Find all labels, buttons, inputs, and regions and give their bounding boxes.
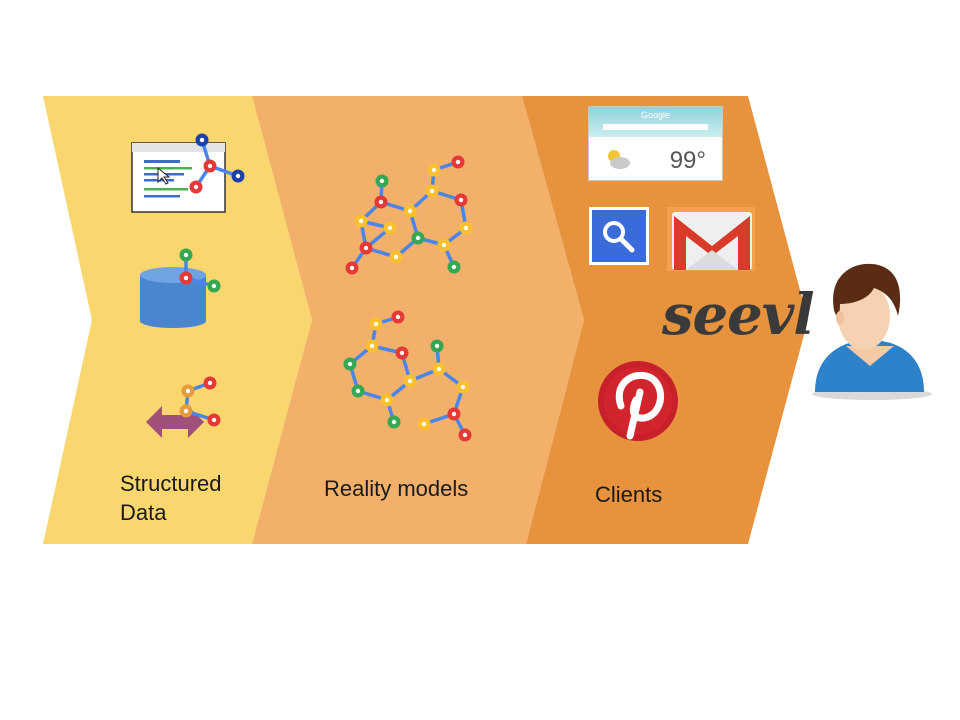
graph-nodes [179, 133, 473, 442]
graph-node-center [211, 283, 217, 289]
graph-node-center [347, 361, 353, 367]
graph-node-center [207, 380, 213, 386]
weather-banner: Google [589, 107, 722, 137]
graph-node-center [211, 417, 217, 423]
database-icon [140, 267, 206, 328]
graph-node-center [434, 343, 440, 349]
graph-node-center [384, 397, 390, 403]
graph-node-center [455, 159, 461, 165]
weather-brand: Google [640, 110, 671, 120]
label-structured-line1: Structured [120, 471, 222, 496]
graph-node-center [358, 218, 364, 224]
graph-node-center [431, 167, 437, 173]
graph-node-center [407, 208, 413, 214]
graph-node-center [458, 197, 464, 203]
graph-node-center [183, 275, 189, 281]
weather-card[interactable]: Google 99° [588, 106, 723, 181]
weather-search-box [603, 124, 708, 130]
graph-node-center [399, 350, 405, 356]
sun-cloud-icon [608, 150, 630, 169]
pinterest-icon[interactable] [598, 361, 678, 441]
graph-node-center [379, 178, 385, 184]
graph-node-center [355, 388, 361, 394]
graph-node-center [415, 235, 421, 241]
graph-node-center [463, 225, 469, 231]
graph-node-center [407, 378, 413, 384]
graph-node-center [183, 408, 189, 414]
graph-node-center [441, 242, 447, 248]
webpage-graph-icon [131, 142, 226, 213]
label-structured-line2: Data [120, 500, 167, 525]
graph-node-center [460, 384, 466, 390]
label-reality-models: Reality models [324, 476, 469, 501]
graph-node-center [451, 411, 457, 417]
graph-node-center [373, 321, 379, 327]
weather-temperature: 99° [669, 147, 706, 174]
graph-node-center [421, 421, 427, 427]
gmail-icon[interactable] [667, 207, 755, 271]
graph-node-center [436, 366, 442, 372]
graph-node-center [393, 254, 399, 260]
graph-node-center [378, 199, 384, 205]
stage-reality-models [252, 96, 584, 544]
graph-node-center [391, 419, 397, 425]
graph-node-center [387, 225, 393, 231]
search-icon[interactable] [589, 207, 649, 265]
graph-node-center [235, 173, 241, 179]
graph-node-center [185, 388, 191, 394]
graph-node-center [462, 432, 468, 438]
graph-node-center [363, 245, 369, 251]
graph-node-center [451, 264, 457, 270]
graph-node-center [199, 137, 205, 143]
graph-node-center [207, 163, 213, 169]
graph-node-center [395, 314, 401, 320]
graph-node-center [183, 252, 189, 258]
label-clients: Clients [595, 482, 663, 507]
graph-node-center [369, 343, 375, 349]
graph-node-center [193, 184, 199, 190]
graph-node-center [349, 265, 355, 271]
user-avatar-icon [812, 263, 932, 400]
seevl-logo[interactable]: seevl [662, 282, 815, 348]
graph-node-center [429, 188, 435, 194]
